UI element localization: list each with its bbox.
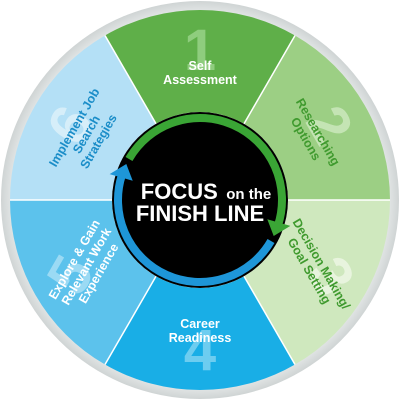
segment-separator <box>104 35 157 125</box>
segment-label-line: Assessment <box>163 73 237 87</box>
segment-separator <box>104 275 157 365</box>
center-title-on-the: on the <box>226 186 271 203</box>
cycle-arrow-blue <box>114 173 275 286</box>
step-number-1: 1 <box>184 18 216 83</box>
center-circle <box>112 112 288 288</box>
center-title-focus: FOCUS <box>141 179 218 204</box>
segment-2 <box>244 35 390 201</box>
segment-3 <box>244 200 390 365</box>
segment-5 <box>10 200 156 365</box>
segment-label-line: Self <box>189 59 213 73</box>
center-title-line1: FOCUS on the <box>141 179 271 204</box>
segment-label-line: Readiness <box>169 331 232 345</box>
segment-separator <box>243 35 296 125</box>
segment-separator <box>243 275 296 365</box>
cycle-arrowhead-green-icon <box>267 219 291 236</box>
segment-6 <box>10 35 156 201</box>
center-title-line2: FINISH LINE <box>136 201 264 226</box>
segment-4 <box>105 276 295 390</box>
segment-label-line: Career <box>180 317 220 331</box>
step-number-4: 4 <box>184 318 216 383</box>
cycle-arrow-green <box>125 114 286 227</box>
cycle-arrowhead-blue-icon <box>109 164 133 181</box>
segment-1 <box>105 10 295 124</box>
